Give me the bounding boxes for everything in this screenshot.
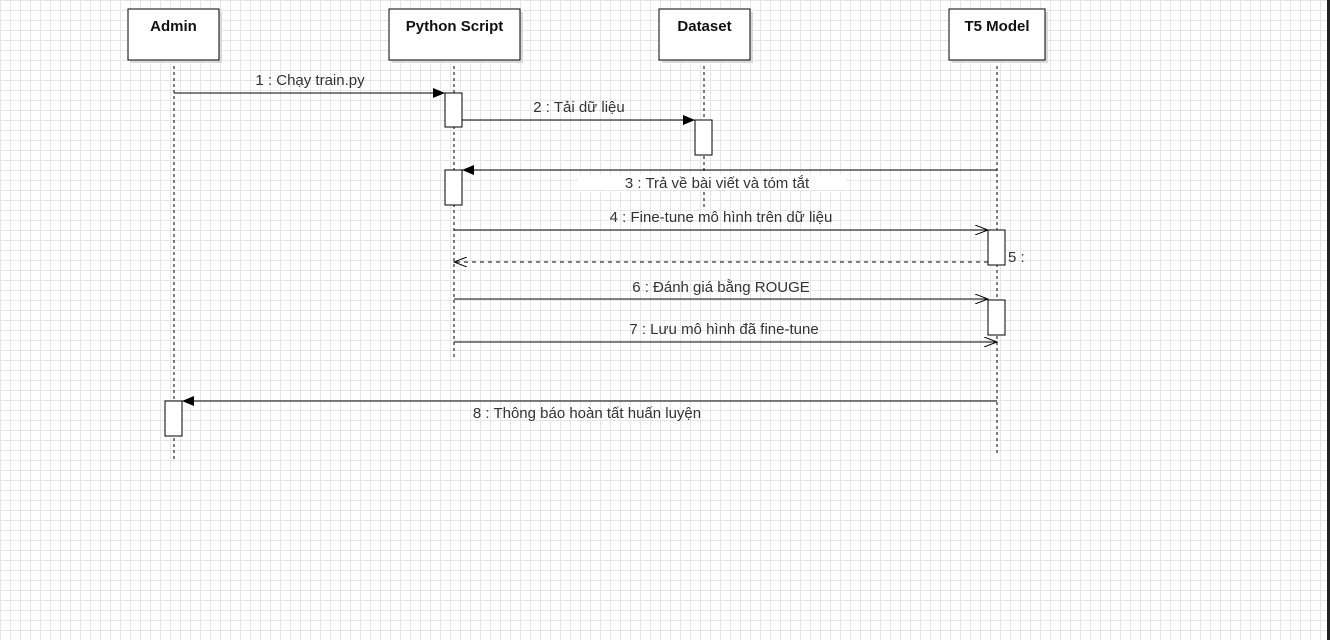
activation-bar[interactable] xyxy=(987,299,1006,336)
participant-python-script[interactable]: Python Script xyxy=(388,8,523,63)
participant-t5-model-label: T5 Model xyxy=(964,18,1029,35)
participant-python-script-label: Python Script xyxy=(406,18,504,35)
message-label-2: 2 : Tải dữ liệu xyxy=(533,99,624,116)
activation-bar[interactable] xyxy=(444,169,463,206)
message-label-3: 3 : Trả về bài viết và tóm tắt xyxy=(625,175,810,192)
message-label-3-background xyxy=(578,174,846,190)
message-label-1: 1 : Chạy train.py xyxy=(255,72,365,89)
activation-bar[interactable] xyxy=(987,229,1006,266)
participant-t5-model[interactable]: T5 Model xyxy=(948,8,1048,63)
message-label-6: 6 : Đánh giá bằng ROUGE xyxy=(632,279,810,296)
message-label-7: 7 : Lưu mô hình đã fine-tune xyxy=(629,321,818,338)
activation-bar[interactable] xyxy=(444,92,463,128)
participant-admin-label: Admin xyxy=(150,18,197,35)
participant-dataset[interactable]: Dataset xyxy=(658,8,753,63)
participant-admin[interactable]: Admin xyxy=(127,8,222,63)
message-label-4: 4 : Fine-tune mô hình trên dữ liệu xyxy=(610,209,833,226)
canvas-right-border xyxy=(1327,0,1330,640)
message-label-5: 5 : xyxy=(1008,249,1025,266)
participant-dataset-label: Dataset xyxy=(677,18,731,35)
activation-bar[interactable] xyxy=(164,400,183,437)
message-label-8: 8 : Thông báo hoàn tất huấn luyện xyxy=(473,405,701,422)
activation-bar[interactable] xyxy=(694,119,713,156)
